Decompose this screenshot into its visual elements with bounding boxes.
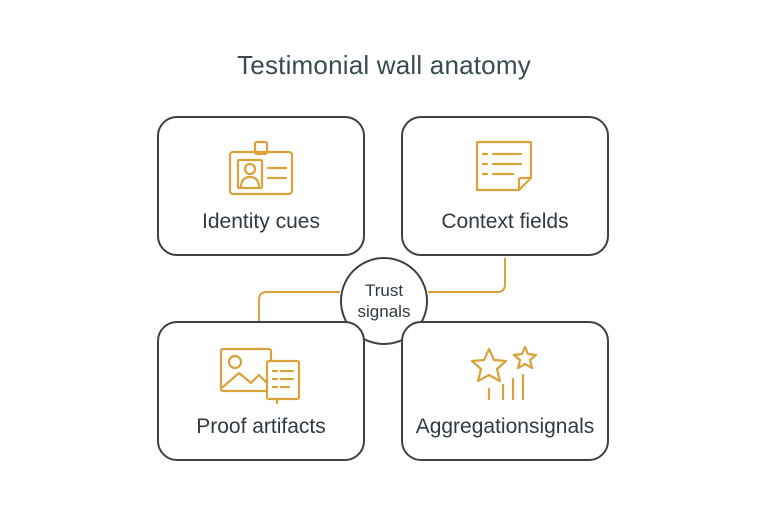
- diagram-title: Testimonial wall anatomy: [237, 50, 531, 80]
- card-label: Identity cues: [202, 210, 320, 233]
- card-aggregation-signals: Aggregationsignals: [401, 321, 609, 461]
- connector-hub-to-proof: [258, 291, 340, 321]
- hub-label-line1: Trust: [364, 281, 404, 300]
- sticky-note-list-icon: [473, 140, 537, 199]
- stars-bars-icon: [469, 345, 541, 406]
- card-label: Context fields: [441, 210, 569, 233]
- card-proof-artifacts: Proof artifacts: [157, 321, 365, 461]
- card-label: Proof artifacts: [196, 415, 326, 438]
- card-context-fields: Context fields: [401, 116, 609, 256]
- image-document-icon: [219, 345, 303, 410]
- hub-label-line2: signals: [357, 302, 411, 321]
- hub-trust-signals: Trust signals: [340, 257, 428, 345]
- id-badge-icon: [228, 140, 294, 201]
- connector-context-to-hub: [428, 258, 506, 293]
- card-identity-cues: Identity cues: [157, 116, 365, 256]
- card-label: Aggregationsignals: [415, 415, 595, 438]
